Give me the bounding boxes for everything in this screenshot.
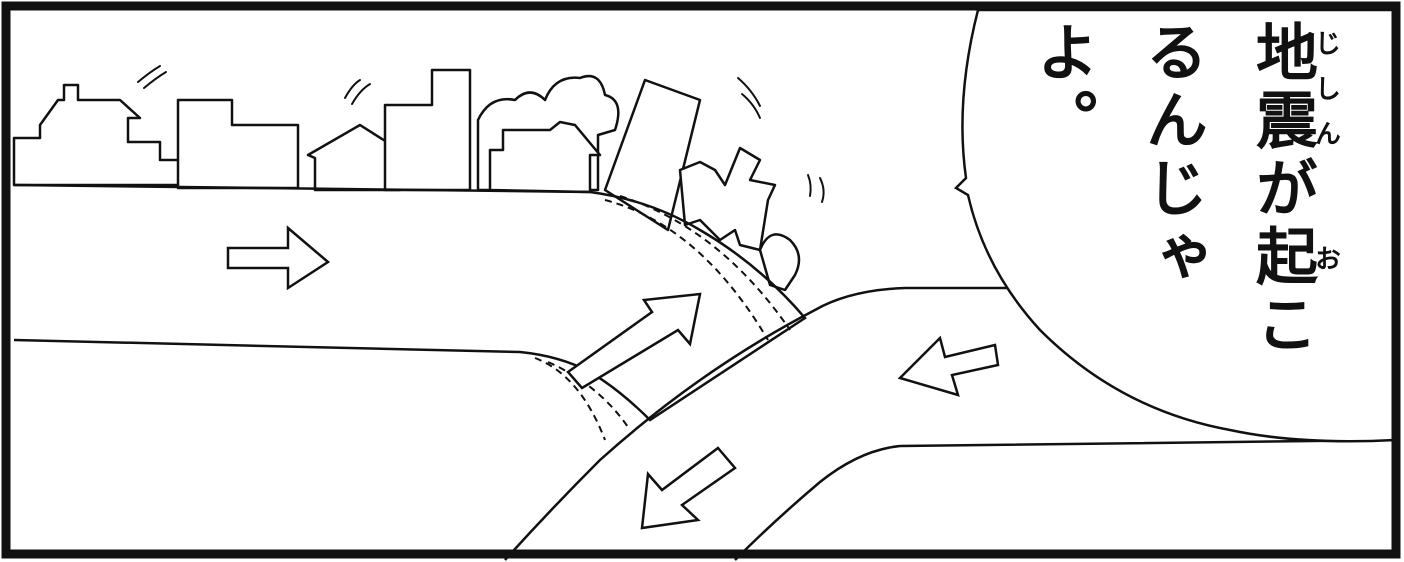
speech-line-2: るんじゃ <box>1140 20 1202 292</box>
ruby-jishin: 地震じしん <box>1245 20 1318 156</box>
speech-line-1: 地震じしんが起おこ <box>1250 20 1339 360</box>
speech-line-3: よ。 <box>1030 20 1092 156</box>
furigana-o: お <box>1311 224 1341 292</box>
kana-ko: こ <box>1245 292 1318 360</box>
kanji-jishin: 地震 <box>1245 20 1318 156</box>
kana-ga: が <box>1245 156 1318 224</box>
kanji-oki: 起 <box>1245 224 1318 292</box>
furigana-jishin: じしん <box>1311 20 1341 156</box>
ruby-oki: 起お <box>1245 224 1318 292</box>
